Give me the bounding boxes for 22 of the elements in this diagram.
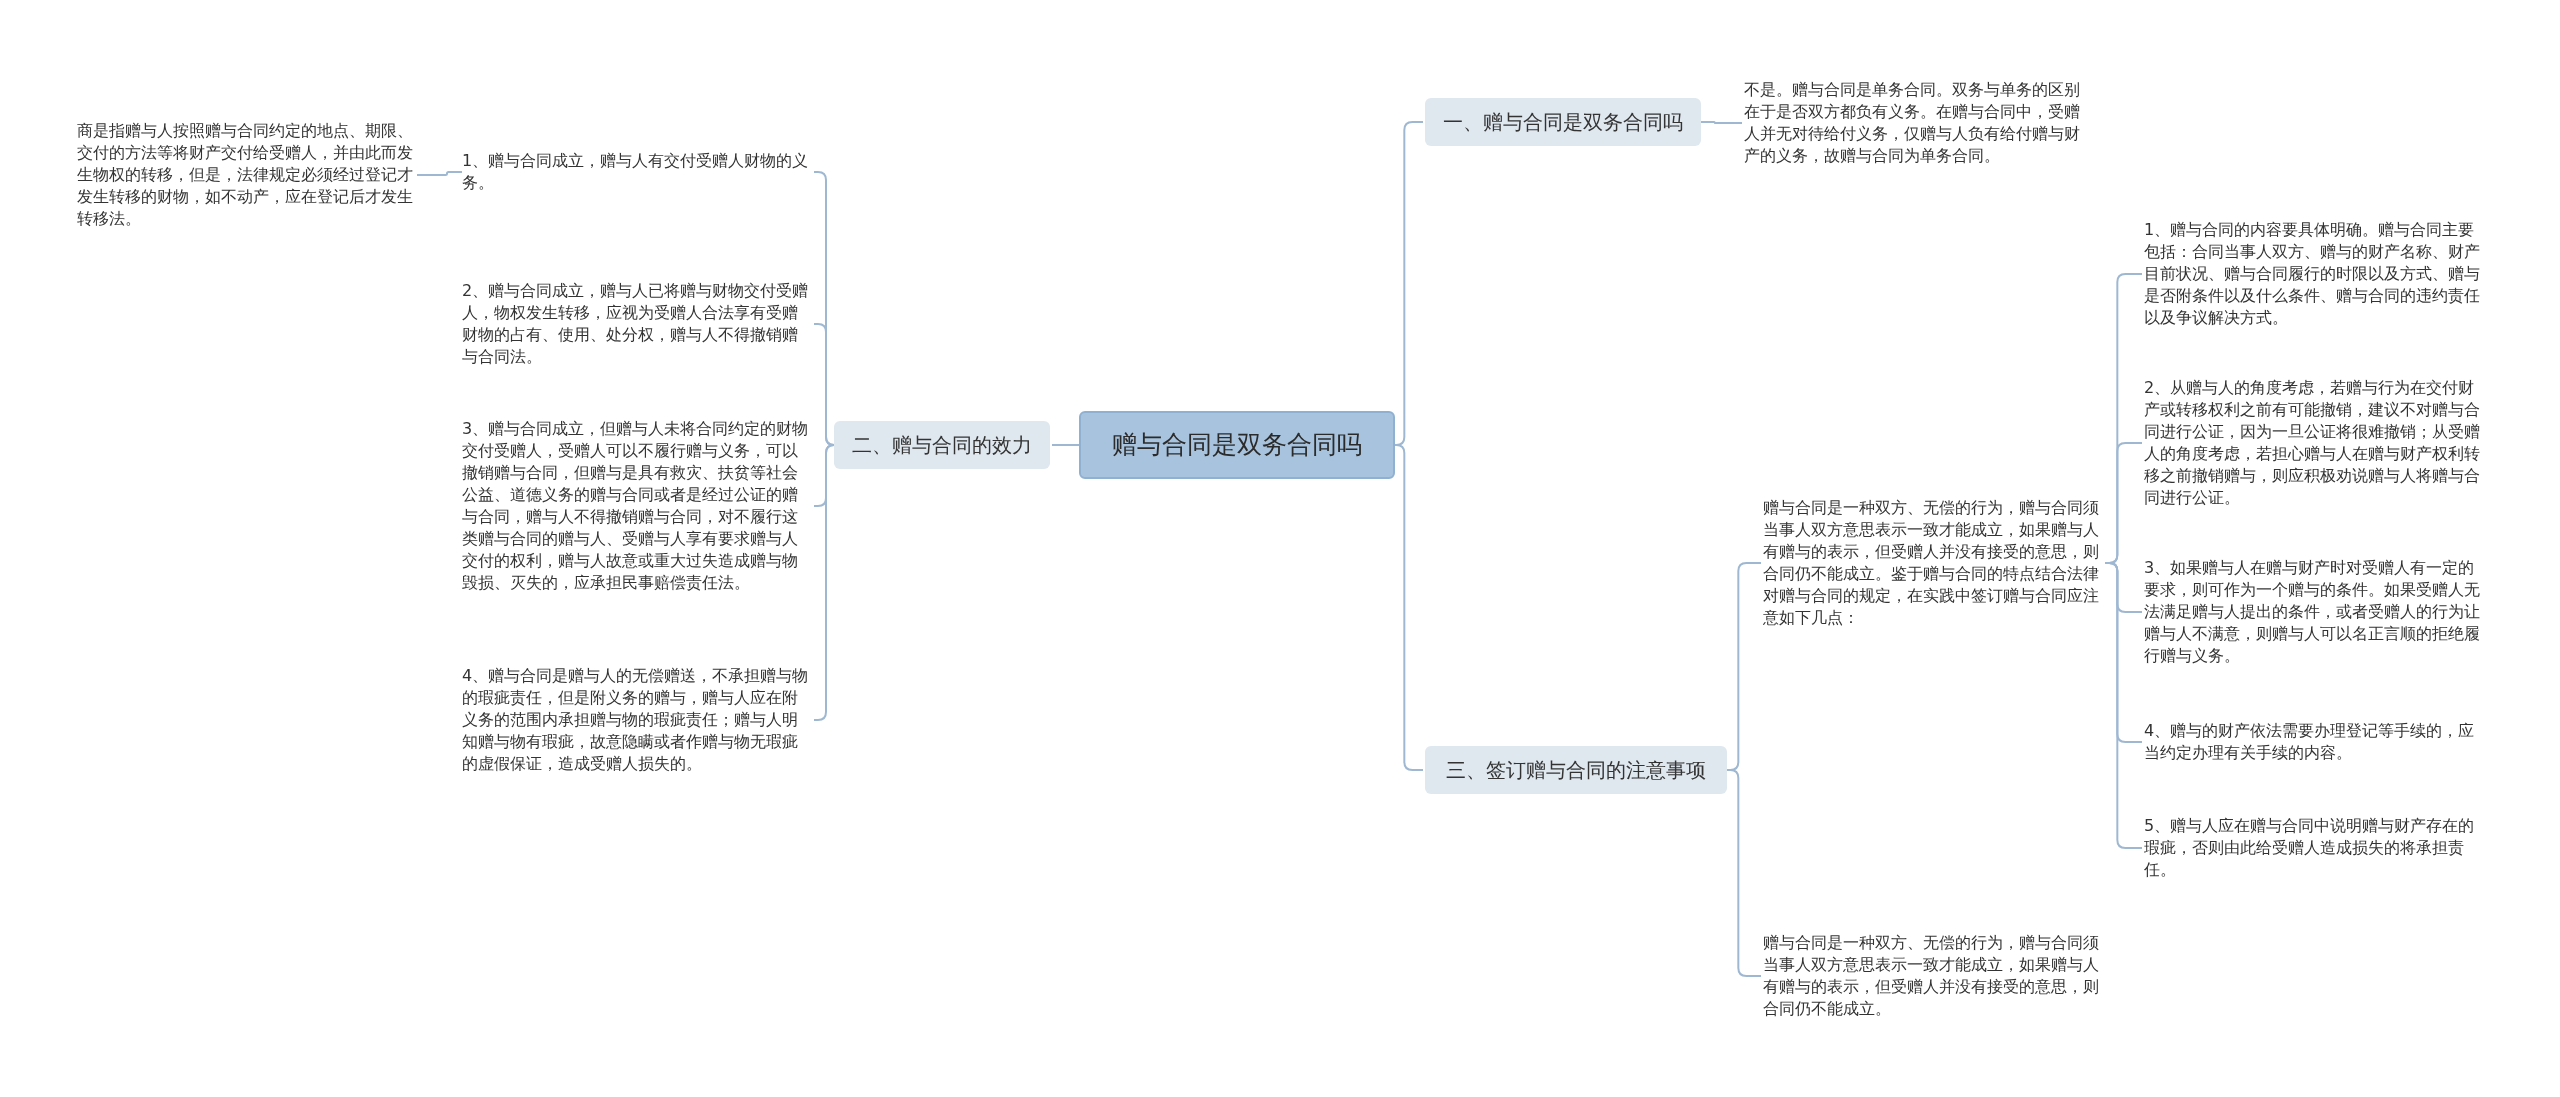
central-topic: 赠与合同是双务合同吗 — [1079, 411, 1395, 479]
topic-text: 1、赠与合同的内容要具体明确。赠与合同主要包括：合同当事人双方、赠与的财产名称、财产目前状况、赠与合同履行的时限以及方式、赠与是否附条件以及什么条件、赠与合同的违约责任以及争议解决方式。 — [2144, 219, 2481, 329]
branch-topic: 一、赠与合同是双务合同吗 — [1425, 98, 1701, 146]
topic-text: 4、赠与的财产依法需要办理登记等手续的，应当约定办理有关手续的内容。 — [2144, 720, 2476, 764]
topic-text: 2、从赠与人的角度考虑，若赠与行为在交付财产或转移权利之前有可能撤销，建议不对赠与合同进行公证，因为一旦公证将很难撤销；从受赠人的角度考虑，若担心赠与人在赠与财产权利转移之前撤销赠与，则应积极劝说赠与人将赠与合同进行公证。 — [2144, 377, 2481, 509]
topic-text: 不是。赠与合同是单务合同。双务与单务的区别在于是否双方都负有义务。在赠与合同中，受赠人并无对待给付义务，仅赠与人负有给付赠与财产的义务，故赠与合同为单务合同。 — [1744, 79, 2081, 167]
connector-line — [1700, 121, 1743, 124]
topic-text: 商是指赠与人按照赠与合同约定的地点、期限、交付的方法等将财产交付给受赠人，并由此而发生物权的转移，但是，法律规定必须经过登记才发生转移的财物，如不动产，应在登记后才发生转移法。 — [77, 120, 414, 230]
topic-text: 3、如果赠与人在赠与财产时对受赠人有一定的要求，则可作为一个赠与的条件。如果受赠人无法满足赠与人提出的条件，或者受赠人的行为让赠与人不满意，则赠与人可以名正言顺的拒绝履行赠与义务。 — [2144, 557, 2481, 667]
topic-text: 2、赠与合同成立，赠与人已将赠与财物交付受赠人，物权发生转移，应视为受赠人合法享有受赠财物的占有、使用、处分权，赠与人不得撤销赠与合同法。 — [462, 280, 810, 368]
branch-topic: 二、赠与合同的效力 — [834, 421, 1050, 469]
topic-text: 1、赠与合同成立，赠与人有交付受赠人财物的义务。 — [462, 150, 810, 194]
connector-line — [416, 171, 463, 176]
topic-text: 赠与合同是一种双方、无偿的行为，赠与合同须当事人双方意思表示一致才能成立，如果赠与人有赠与的表示，但受赠人并没有接受的意思，则合同仍不能成立。 — [1763, 932, 2100, 1020]
branch-topic: 三、签订赠与合同的注意事项 — [1425, 746, 1727, 794]
topic-text: 4、赠与合同是赠与人的无偿赠送，不承担赠与物的瑕疵责任，但是附义务的赠与，赠与人应在附义务的范围内承担赠与物的瑕疵责任；赠与人明知赠与物有瑕疵，故意隐瞒或者作赠与物无瑕疵的虚假保证，造成受赠人损失的。 — [462, 665, 810, 775]
topic-text: 5、赠与人应在赠与合同中说明赠与财产存在的瑕疵，否则由此给受赠人造成损失的将承担责任。 — [2144, 815, 2476, 881]
topic-text: 3、赠与合同成立，但赠与人未将合同约定的财物交付受赠人，受赠人可以不履行赠与义务，可以撤销赠与合同，但赠与是具有救灾、扶贫等社会公益、道德义务的赠与合同或者是经过公证的赠与合同，赠与人不得撤销赠与合同，对不履行这类赠与合同的赠与人、受赠与人享有要求赠与人交付的权利，赠与人故意或重大过失造成赠与物毁损、灭失的，应承担民事赔偿责任法。 — [462, 418, 810, 594]
connector-line — [1394, 444, 1424, 771]
connector-line — [1051, 444, 1080, 446]
connector-line — [813, 444, 835, 721]
topic-text: 赠与合同是一种双方、无偿的行为，赠与合同须当事人双方意思表示一致才能成立，如果赠与人有赠与的表示，但受赠人并没有接受的意思，则合同仍不能成立。鉴于赠与合同的特点结合法律对赠与合同的规定，在实践中签订赠与合同应注意如下几点： — [1763, 497, 2100, 629]
